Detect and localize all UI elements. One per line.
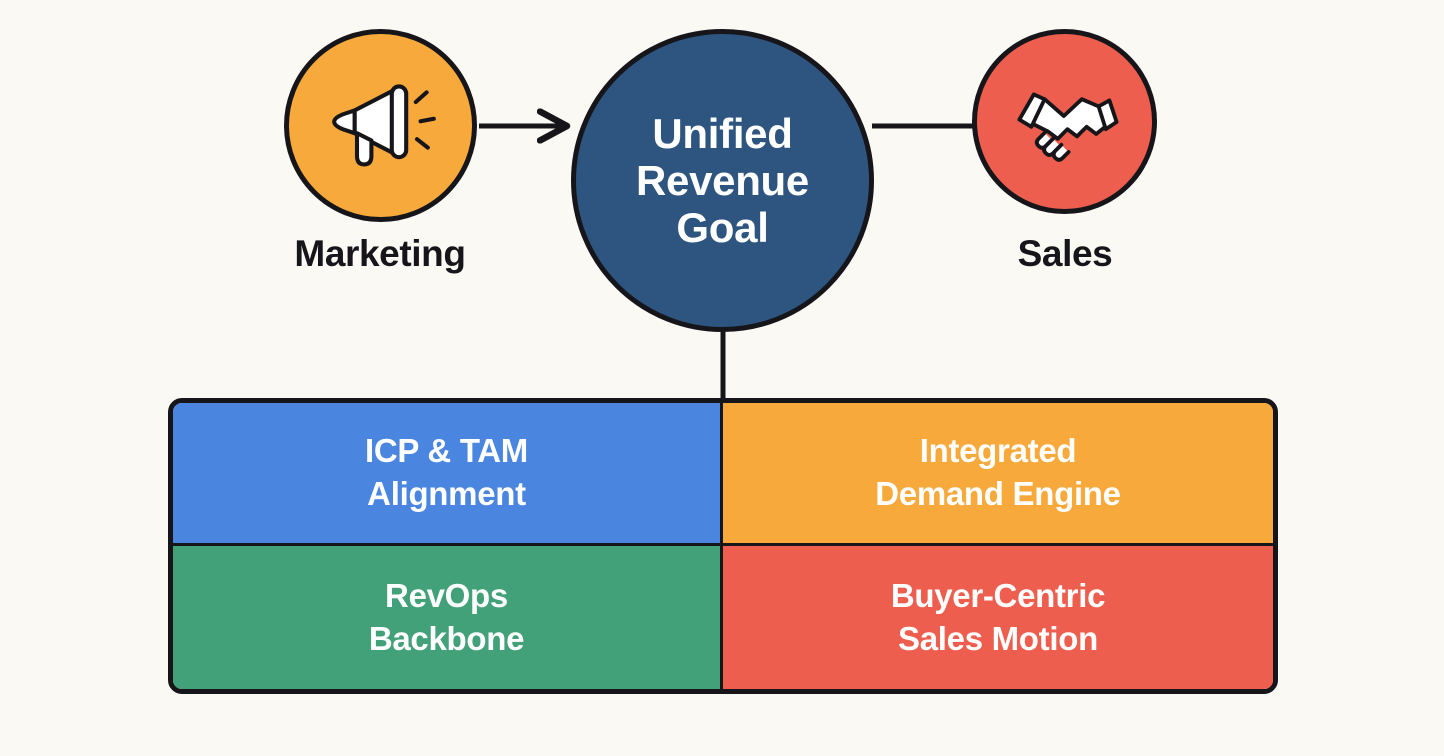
pillar-label-line-1: RevOps	[385, 576, 508, 614]
node-sales[interactable]	[972, 29, 1157, 214]
pillar-label-line-2: Sales Motion	[898, 619, 1098, 657]
pillar-label-line-2: Backbone	[368, 619, 525, 657]
pillar-cell-integrated-demand-engine[interactable]: Integrated Demand Engine	[723, 403, 1273, 546]
pillar-label-line-1: ICP & TAM	[365, 432, 528, 470]
node-unified-revenue-goal[interactable]: Unified Revenue Goal	[571, 29, 874, 332]
node-marketing-label: Marketing	[294, 233, 466, 274]
goal-label-line-3: Goal	[676, 204, 769, 252]
node-unified-revenue-goal-label: Unified Revenue Goal	[598, 110, 848, 251]
goal-label-line-1: Unified	[652, 109, 793, 157]
pillar-cell-icp-tam-alignment[interactable]: ICP & TAM Alignment	[173, 403, 723, 546]
pillar-label-line-1: Buyer-Centric	[890, 576, 1106, 614]
node-sales-label: Sales	[1017, 233, 1113, 274]
pillar-label: RevOps Backbone	[355, 575, 538, 661]
pillar-label: ICP & TAM Alignment	[351, 430, 542, 516]
pillar-label: Integrated Demand Engine	[861, 430, 1134, 516]
handshake-icon	[1005, 62, 1125, 182]
node-marketing[interactable]	[284, 29, 477, 222]
pillar-label: Buyer-Centric Sales Motion	[877, 575, 1119, 661]
pillar-label-line-2: Demand Engine	[875, 475, 1121, 512]
pillar-cell-revops-backbone[interactable]: RevOps Backbone	[173, 546, 723, 689]
pillar-cell-buyer-centric-sales-motion[interactable]: Buyer-Centric Sales Motion	[723, 546, 1273, 689]
pillar-label-line-1: Integrated	[919, 432, 1077, 470]
megaphone-icon	[321, 66, 441, 186]
goal-label-line-2: Revenue	[636, 156, 809, 204]
pillar-label-line-2: Alignment	[367, 475, 526, 512]
pillar-grid: ICP & TAM Alignment Integrated Demand En…	[168, 398, 1278, 694]
